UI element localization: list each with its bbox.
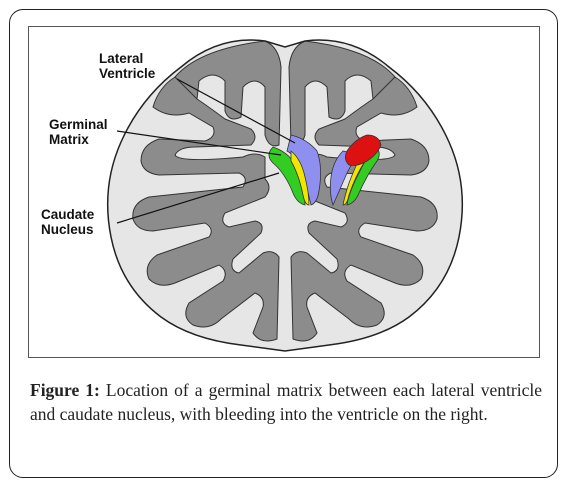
right-cortex bbox=[288, 40, 438, 342]
right-deep-structures bbox=[329, 134, 382, 207]
caption-text: Location of a germinal matrix between ea… bbox=[30, 380, 542, 424]
brain-coronal-diagram: Lateral Ventricle Germinal Matrix Caudat… bbox=[28, 26, 540, 358]
leader-lines bbox=[116, 78, 296, 224]
label-lateral-ventricle: Lateral Ventricle bbox=[99, 51, 156, 81]
left-cortex bbox=[132, 40, 282, 342]
brain-illustration bbox=[106, 39, 464, 352]
brain-outline bbox=[106, 39, 464, 352]
leader-line-caudate-nucleus bbox=[116, 172, 280, 224]
right-caudate-nucleus bbox=[346, 144, 380, 206]
label-caudate-nucleus: Caudate Nucleus bbox=[41, 207, 95, 237]
hemorrhage bbox=[345, 134, 382, 166]
figure-caption: Figure 1: Location of a germinal matrix … bbox=[30, 378, 542, 426]
leader-line-germinal-matrix bbox=[116, 130, 282, 156]
left-germinal-matrix bbox=[290, 150, 310, 206]
left-deep-structures bbox=[268, 134, 321, 206]
label-germinal-matrix: Germinal Matrix bbox=[49, 117, 108, 147]
figure-label: Figure 1: bbox=[30, 380, 100, 400]
leader-line-lateral-ventricle bbox=[176, 78, 296, 144]
